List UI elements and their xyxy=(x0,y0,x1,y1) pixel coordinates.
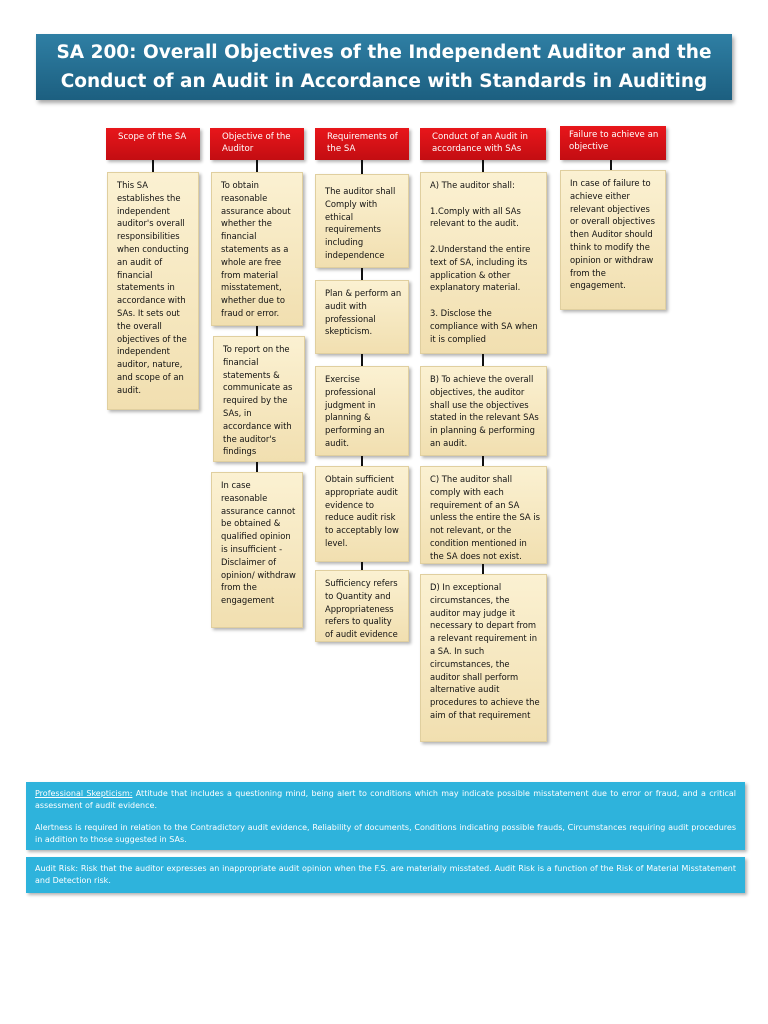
box-failure: In case of failure to achieve either rel… xyxy=(560,170,666,310)
box-scope: This SA establishes the independent audi… xyxy=(107,172,199,410)
skepticism-note: Professional Skepticism: Attitude that i… xyxy=(26,782,745,850)
header-failure: Failure to achieve an objective xyxy=(560,126,666,160)
connector-line xyxy=(482,354,484,366)
skepticism-definition: Professional Skepticism: Attitude that i… xyxy=(35,788,736,811)
box-conduct-c: C) The auditor shall comply with each re… xyxy=(420,466,547,564)
connector-line xyxy=(361,354,363,366)
connector-line xyxy=(361,456,363,466)
box-requirement-4: Obtain sufficient appropriate audit evid… xyxy=(315,466,409,562)
box-conduct-b: B) To achieve the overall objectives, th… xyxy=(420,366,547,456)
connector-line xyxy=(361,562,363,570)
box-requirement-3: Exercise professional judgment in planni… xyxy=(315,366,409,456)
box-objective-2: To report on the financial statements & … xyxy=(213,336,305,462)
box-requirement-5: Sufficiency refers to Quantity and Appro… xyxy=(315,570,409,642)
page-title: SA 200: Overall Objectives of the Indepe… xyxy=(36,34,732,100)
header-conduct: Conduct of an Audit in accordance with S… xyxy=(420,128,546,160)
box-objective-3: In case reasonable assurance cannot be o… xyxy=(211,472,303,628)
alertness-text: Alertness is required in relation to the… xyxy=(35,823,736,844)
connector-line xyxy=(482,564,484,574)
header-scope: Scope of the SA xyxy=(106,128,200,160)
audit-risk-text: Audit Risk: Risk that the auditor expres… xyxy=(35,864,736,885)
connector-line xyxy=(361,268,363,280)
connector-line xyxy=(152,160,154,172)
connector-line xyxy=(482,456,484,466)
connector-line xyxy=(361,160,363,174)
box-conduct-d: D) In exceptional circumstances, the aud… xyxy=(420,574,547,742)
connector-line xyxy=(256,326,258,336)
box-requirement-2: Plan & perform an audit with professiona… xyxy=(315,280,409,354)
box-objective-1: To obtain reasonable assurance about whe… xyxy=(211,172,303,326)
header-requirements: Requirements of the SA xyxy=(315,128,409,160)
title-line-1: SA 200: Overall Objectives of the Indepe… xyxy=(56,42,712,63)
header-objective: Objective of the Auditor xyxy=(210,128,304,160)
connector-line xyxy=(610,160,612,170)
skepticism-term: Professional Skepticism: xyxy=(35,789,133,798)
skepticism-text: Attitude that includes a questioning min… xyxy=(35,789,737,810)
box-requirement-1: The auditor shall Comply with ethical re… xyxy=(315,174,409,268)
box-conduct-a: A) The auditor shall: 1.Comply with all … xyxy=(420,172,547,354)
connector-line xyxy=(256,462,258,472)
connector-line xyxy=(256,160,258,172)
title-line-2: Conduct of an Audit in Accordance with S… xyxy=(60,71,708,92)
connector-line xyxy=(482,160,484,172)
audit-risk-note: Audit Risk: Risk that the auditor expres… xyxy=(26,857,745,893)
